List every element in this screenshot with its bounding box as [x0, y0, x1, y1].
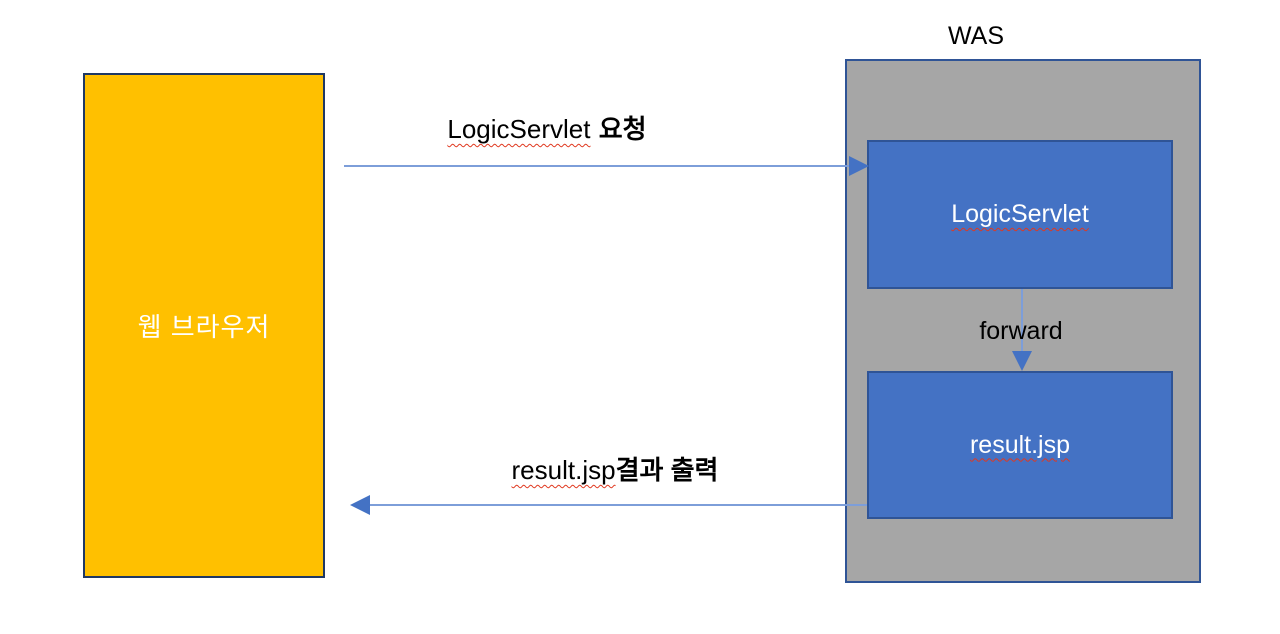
logicservlet-box: LogicServlet — [867, 140, 1173, 289]
logicservlet-box-label: LogicServlet — [951, 200, 1089, 228]
was-title: WAS — [948, 22, 1005, 50]
resultjsp-box: result.jsp — [867, 371, 1173, 519]
forward-arrow-label: forward — [979, 317, 1063, 345]
request-label-korean: 요청 — [598, 114, 647, 144]
web-browser-box: 웹 브라우저 — [83, 73, 325, 578]
resultjsp-box-label: result.jsp — [969, 430, 1071, 459]
response-arrow-label: result.jsp결과 출력 — [408, 454, 822, 486]
response-label-latin: result.jsp — [511, 455, 616, 485]
web-browser-label: 웹 브라우저 — [137, 312, 271, 342]
response-label-korean: 결과 출력 — [615, 455, 719, 485]
request-label-latin: LogicServlet — [447, 114, 591, 144]
